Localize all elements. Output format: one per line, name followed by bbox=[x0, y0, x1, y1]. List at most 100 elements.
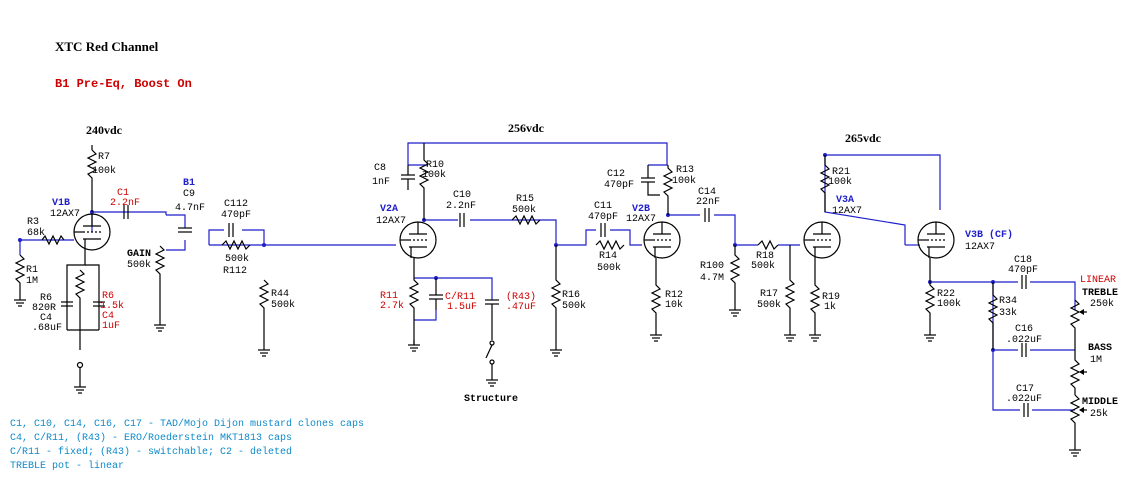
r10-val: 100k bbox=[422, 169, 446, 181]
c112-val: 470pF bbox=[221, 210, 251, 221]
v2b-type: 12AX7 bbox=[626, 214, 656, 225]
r100-ref: R100 bbox=[700, 261, 724, 272]
r1-val: 1M bbox=[26, 276, 38, 287]
r44-val: 500k bbox=[271, 299, 295, 311]
gain-val: 500k bbox=[127, 259, 151, 271]
note-2: C4, C/R11, (R43) - ERO/Roederstein MKT18… bbox=[10, 432, 292, 444]
treble-val: 250k bbox=[1090, 298, 1114, 310]
wiring bbox=[19, 142, 1076, 411]
r6-ref: R6 bbox=[40, 293, 52, 304]
voltage-240: 240vdc bbox=[86, 123, 123, 137]
c8-val: 1nF bbox=[372, 177, 390, 188]
c9-val: 4.7nF bbox=[175, 203, 205, 214]
r34-val: 33k bbox=[999, 307, 1017, 319]
bass-ref: BASS bbox=[1088, 343, 1112, 354]
c18-ref: C18 bbox=[1014, 255, 1032, 266]
c4-ref: C4 bbox=[40, 313, 52, 324]
r7-ref: R7 bbox=[98, 152, 110, 163]
r3-val: 68k bbox=[27, 227, 45, 239]
c9-ref: C9 bbox=[183, 189, 195, 200]
c17-val: .022uF bbox=[1006, 394, 1042, 405]
c10-val: 2.2nF bbox=[446, 201, 476, 212]
r19-val: 1k bbox=[824, 301, 836, 313]
r13-ref: R13 bbox=[676, 165, 694, 176]
tube-v2b bbox=[643, 221, 681, 259]
c11-ref: C11 bbox=[594, 201, 612, 212]
r15-val: 500k bbox=[512, 204, 536, 216]
v2a-name: V2A bbox=[380, 204, 398, 215]
r1-ref: R1 bbox=[26, 265, 38, 276]
structure-label: Structure bbox=[464, 394, 518, 405]
c8-ref: C8 bbox=[374, 163, 386, 174]
r22-ref: R22 bbox=[937, 289, 955, 300]
title: XTC Red Channel bbox=[55, 39, 159, 54]
subtitle: B1 Pre-Eq, Boost On bbox=[55, 77, 192, 91]
v2a-type: 12AX7 bbox=[376, 216, 406, 227]
c17-ref: C17 bbox=[1016, 384, 1034, 395]
note-4: TREBLE pot - linear bbox=[10, 460, 124, 472]
r15-ref: R15 bbox=[516, 194, 534, 205]
c4-val: .68uF bbox=[32, 323, 62, 334]
cr11-ref: C/R11 bbox=[445, 291, 475, 303]
v1b-name: V1B bbox=[52, 198, 70, 209]
grounds bbox=[13, 294, 1082, 457]
components bbox=[14, 143, 1087, 445]
r18-val: 500k bbox=[751, 260, 775, 272]
r100-val: 4.7M bbox=[700, 273, 724, 284]
r12-ref: R12 bbox=[665, 290, 683, 301]
v1b-type: 12AX7 bbox=[50, 209, 80, 220]
tube-v3a bbox=[803, 221, 841, 259]
note-3: C/R11 - fixed; (R43) - switchable; C2 - … bbox=[10, 446, 292, 458]
b1-label: B1 bbox=[183, 178, 195, 189]
tube-v3b bbox=[917, 221, 955, 259]
cr11-val: 1.5uF bbox=[447, 302, 477, 313]
r11-ref: R11 bbox=[380, 291, 398, 302]
c11-val: 470pF bbox=[588, 212, 618, 223]
notes: C1, C10, C14, C16, C17 - TAD/Mojo Dijon … bbox=[10, 418, 364, 472]
note-1: C1, C10, C14, C16, C17 - TAD/Mojo Dijon … bbox=[10, 418, 364, 430]
middle-ref: MIDDLE bbox=[1082, 397, 1118, 408]
r17-ref: R17 bbox=[760, 289, 778, 300]
c4b-ref: C4 bbox=[102, 311, 114, 322]
c112-ref: C112 bbox=[224, 199, 248, 210]
r16-ref: R16 bbox=[562, 290, 580, 301]
r112-ref: R112 bbox=[223, 266, 247, 277]
bass-val: 1M bbox=[1090, 355, 1102, 366]
r14-ref: R14 bbox=[599, 251, 617, 262]
r18-ref: R18 bbox=[756, 251, 774, 262]
r16-val: 500k bbox=[562, 300, 586, 312]
labels: R7 100k C1 2.2nF B1 C9 4.7nF C112 470pF … bbox=[26, 152, 1118, 420]
r6-val: 820R bbox=[32, 303, 56, 314]
r22-val: 100k bbox=[937, 298, 961, 310]
r112-val: 500k bbox=[225, 253, 249, 265]
c1-val: 2.2nF bbox=[110, 198, 140, 209]
voltage-265: 265vdc bbox=[845, 131, 882, 145]
r17-val: 500k bbox=[757, 299, 781, 311]
r44-ref: R44 bbox=[271, 289, 289, 300]
treble-ref: TREBLE bbox=[1082, 288, 1118, 299]
voltage-256: 256vdc bbox=[508, 121, 545, 135]
r34-ref: R34 bbox=[999, 296, 1017, 307]
c12-ref: C12 bbox=[607, 169, 625, 180]
c16-ref: C16 bbox=[1015, 324, 1033, 335]
gain-ref: GAIN bbox=[127, 249, 151, 260]
r19-ref: R19 bbox=[822, 292, 840, 303]
middle-val: 25k bbox=[1090, 408, 1108, 420]
r11-val: 2.7k bbox=[380, 300, 404, 312]
r13-val: 100k bbox=[672, 175, 696, 187]
r6b-val: 1.5k bbox=[100, 300, 124, 312]
r6b-ref: R6 bbox=[102, 291, 114, 302]
v2b-name: V2B bbox=[632, 204, 650, 215]
r10-ref: R10 bbox=[426, 160, 444, 171]
c12-val: 470pF bbox=[604, 180, 634, 191]
r43-val: .47uF bbox=[506, 302, 536, 313]
c14-ref: C14 bbox=[698, 187, 716, 198]
r21-ref: R21 bbox=[832, 167, 850, 178]
r3-ref: R3 bbox=[27, 217, 39, 228]
v3a-name: V3A bbox=[836, 195, 854, 206]
linear-label: LINEAR bbox=[1080, 275, 1116, 286]
r12-val: 10k bbox=[665, 299, 683, 311]
c4b-val: 1uF bbox=[102, 321, 120, 332]
r7-val: 100k bbox=[92, 165, 116, 177]
